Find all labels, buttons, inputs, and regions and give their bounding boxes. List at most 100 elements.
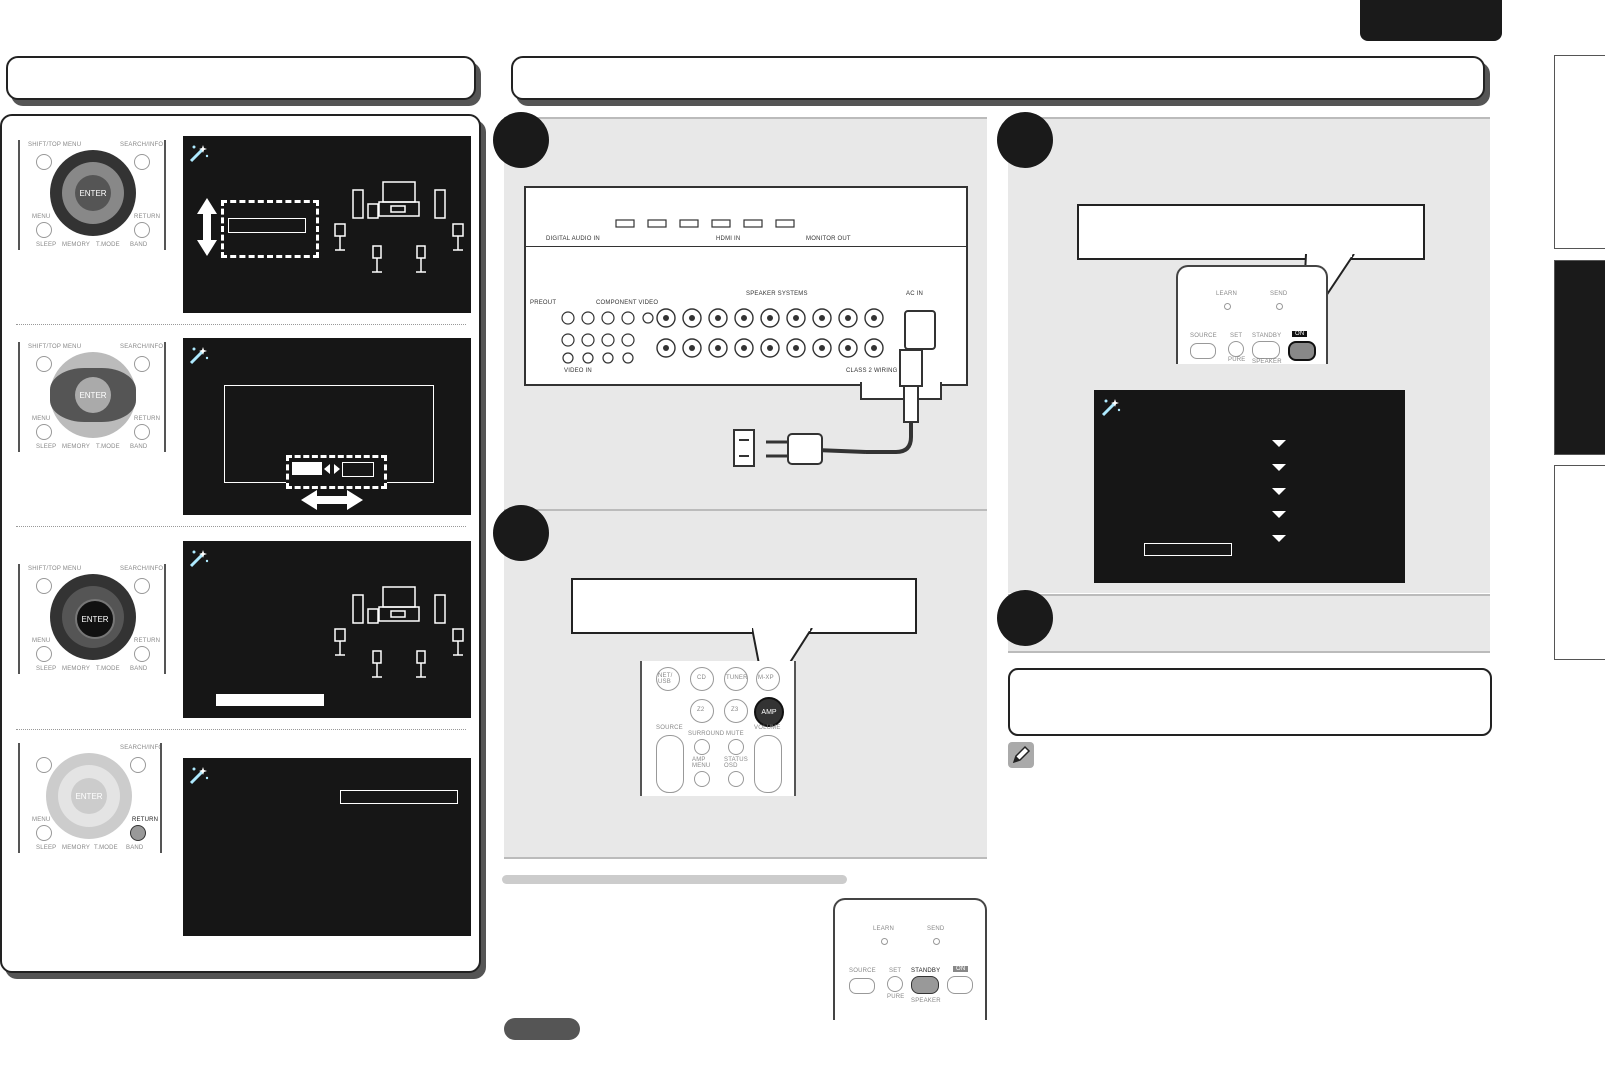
return-button[interactable] <box>134 222 150 238</box>
set-button[interactable] <box>1228 341 1244 357</box>
tuner-button[interactable] <box>724 667 748 691</box>
status-osd-button[interactable] <box>728 771 744 787</box>
remote-label-menu: MENU <box>32 416 51 422</box>
option-selected[interactable] <box>292 462 322 475</box>
side-index-tab-1[interactable] <box>1554 55 1605 249</box>
amp-menu-label: AMP MENU <box>692 757 711 769</box>
row-separator <box>16 526 466 527</box>
highlighted-menu-item[interactable] <box>216 694 324 706</box>
on-button[interactable] <box>947 976 973 994</box>
panel-border-bottom <box>1008 651 1490 653</box>
learn-label: LEARN <box>1216 291 1238 297</box>
menu-button[interactable] <box>36 646 52 662</box>
remote-label-search: SEARCH/INFO <box>120 344 164 350</box>
z3-button[interactable] <box>724 699 748 723</box>
remote-label-return: RETURN <box>132 817 159 823</box>
right-section-heading <box>511 56 1485 100</box>
amp-button[interactable]: AMP <box>754 697 784 727</box>
remote-label-return: RETURN <box>134 214 161 220</box>
remote-label-band: BAND <box>130 444 148 450</box>
cd-label: CD <box>697 675 707 681</box>
standby-button[interactable] <box>911 976 939 994</box>
shift-button[interactable] <box>36 578 52 594</box>
source-power-button[interactable] <box>1190 343 1216 359</box>
power-cord-icon <box>733 349 923 467</box>
enter-button[interactable]: ENTER <box>71 778 107 814</box>
selected-setting-box[interactable] <box>1144 543 1232 556</box>
return-button[interactable] <box>134 424 150 440</box>
enter-button[interactable]: ENTER <box>75 599 115 639</box>
amp-label: AMP <box>761 708 777 716</box>
search-button[interactable] <box>134 154 150 170</box>
search-button[interactable] <box>130 757 146 773</box>
remote-label-band: BAND <box>130 666 148 672</box>
digital-audio-label: DIGITAL AUDIO IN <box>546 236 600 242</box>
remote-label-menu: MENU <box>32 817 51 823</box>
mute-button[interactable] <box>728 739 744 755</box>
volume-rocker[interactable] <box>754 735 782 793</box>
standby-button[interactable] <box>1252 341 1280 359</box>
send-label: SEND <box>927 926 945 932</box>
setup-wand-icon <box>189 347 209 365</box>
return-button-pressed[interactable] <box>130 825 146 841</box>
shift-button[interactable] <box>36 356 52 372</box>
z2-label: Z2 <box>697 707 705 713</box>
enter-button[interactable]: ENTER <box>75 377 111 413</box>
remote-label-return: RETURN <box>134 638 161 644</box>
search-button[interactable] <box>134 356 150 372</box>
menu-button[interactable] <box>36 825 52 841</box>
mxp-button[interactable] <box>756 667 780 691</box>
net-usb-button[interactable] <box>656 667 680 691</box>
pencil-icon <box>1008 742 1034 768</box>
remote-label-band: BAND <box>130 242 148 248</box>
side-index-tab-2-active[interactable] <box>1554 260 1605 455</box>
z2-button[interactable] <box>690 699 714 723</box>
enter-label: ENTER <box>75 791 103 801</box>
panel-divider <box>504 509 987 511</box>
video-in-label: VIDEO IN <box>564 368 592 374</box>
set-button[interactable] <box>887 976 903 992</box>
remote-label-search: SEARCH/INFO <box>120 142 164 148</box>
mute-label: MUTE <box>726 731 744 737</box>
setup-wand-icon <box>189 550 209 568</box>
remote-label-menu: MENU <box>32 638 51 644</box>
set-label: SET <box>889 968 902 974</box>
side-index-tab-3[interactable] <box>1554 465 1605 660</box>
dashed-selection <box>221 200 319 258</box>
return-button[interactable] <box>134 646 150 662</box>
mxp-label: M-XP <box>758 675 774 681</box>
remote-dpad-updown: SHIFT/TOP MENU SEARCH/INFO ENTER MENU RE… <box>18 140 166 250</box>
search-button[interactable] <box>134 578 150 594</box>
chevron-down-icon <box>1272 511 1286 518</box>
option-unselected[interactable] <box>342 462 374 477</box>
enter-button[interactable]: ENTER <box>75 175 111 211</box>
set-label: SET <box>1230 333 1243 339</box>
on-button-pressed[interactable] <box>1288 341 1316 361</box>
shift-button[interactable] <box>36 154 52 170</box>
menu-button[interactable] <box>36 424 52 440</box>
return-target-box <box>340 790 458 804</box>
speaker-terminals-icon <box>656 308 884 358</box>
osd-screen-2 <box>183 338 471 515</box>
enter-label: ENTER <box>81 614 109 624</box>
menu-button[interactable] <box>36 222 52 238</box>
source-rocker[interactable] <box>656 735 684 793</box>
surround-button[interactable] <box>694 739 710 755</box>
shift-button[interactable] <box>36 757 52 773</box>
amp-menu-button[interactable] <box>694 771 710 787</box>
remote-label-memory: MEMORY <box>62 666 91 672</box>
surround-label: SURROUND <box>688 731 725 737</box>
selected-item-box <box>228 218 306 233</box>
amp-remote: NET/ USB CD TUNER M-XP Z2 Z3 AMP SOURCE … <box>640 661 796 796</box>
remote-label-search: SEARCH/INFO <box>120 566 164 572</box>
cd-button[interactable] <box>690 667 714 691</box>
tuner-label: TUNER <box>726 675 748 681</box>
send-label: SEND <box>1270 291 1288 297</box>
remote-label-search: SEARCH/INFO <box>120 745 162 751</box>
power-remote-card: LEARN SEND SOURCE SET STANDBY ON PURE SP… <box>833 898 987 1020</box>
learn-led <box>1224 303 1231 310</box>
ac-in-label: AC IN <box>906 291 924 297</box>
panel-border-top <box>504 117 987 119</box>
source-power-button[interactable] <box>849 978 875 994</box>
on-label: ON <box>1292 331 1308 337</box>
